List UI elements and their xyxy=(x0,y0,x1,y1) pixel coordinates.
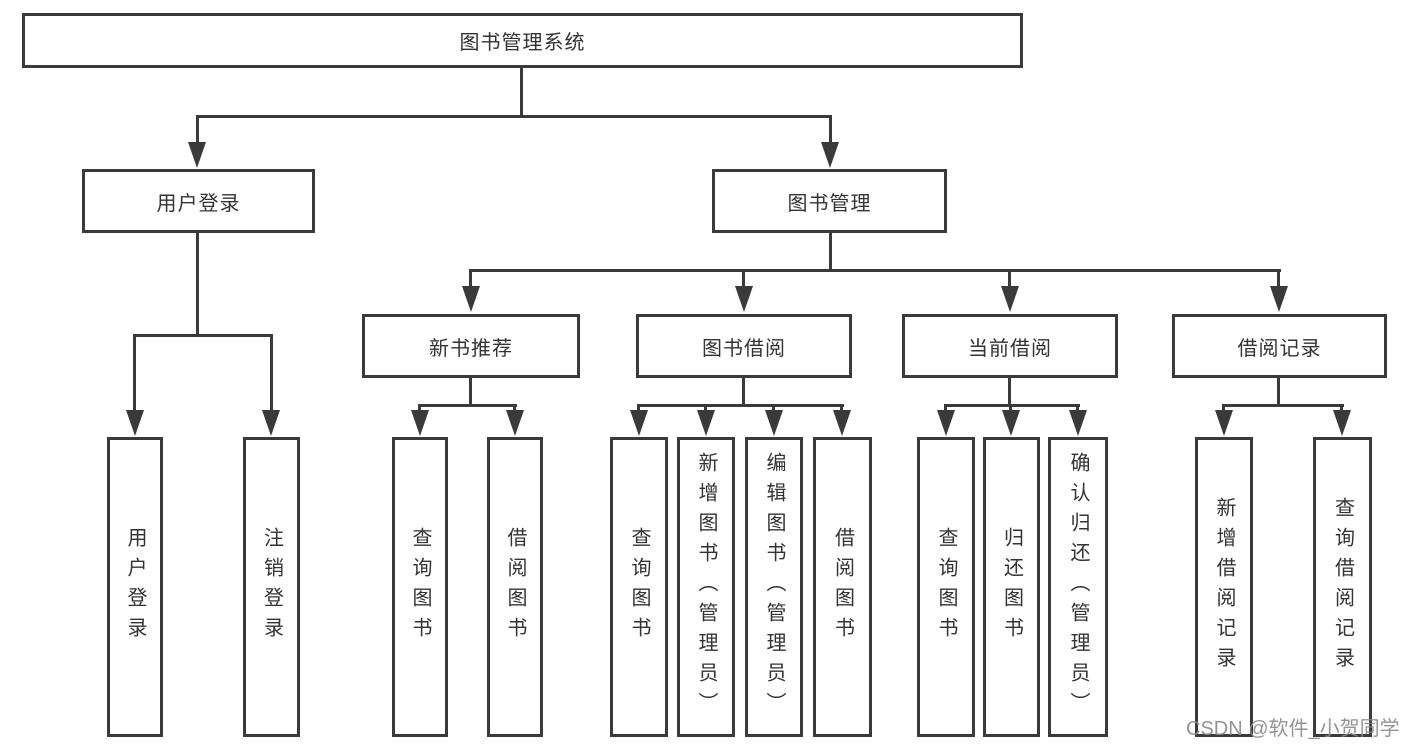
connector-line xyxy=(1222,404,1225,415)
connector-line xyxy=(469,269,472,291)
connector-line xyxy=(196,115,832,118)
arrowhead-icon xyxy=(765,410,783,436)
node-user-login: 用户登录 xyxy=(82,169,315,233)
arrowhead-icon xyxy=(697,410,715,436)
leaf-recommend-query-books: 查询图书 xyxy=(392,437,448,737)
leaf-label: 归还图书 xyxy=(1000,527,1023,647)
connector-line xyxy=(772,404,775,415)
leaf-label: 新增图书（管理员） xyxy=(695,452,717,722)
arrowhead-icon xyxy=(462,286,480,312)
arrowhead-icon xyxy=(506,410,524,436)
connector-line xyxy=(1277,378,1280,407)
leaf-return-books: 归还图书 xyxy=(983,437,1040,737)
arrowhead-icon xyxy=(1069,410,1087,436)
arrowhead-icon xyxy=(821,142,839,168)
arrowhead-icon xyxy=(411,410,429,436)
leaf-label: 新增借阅记录 xyxy=(1213,497,1235,677)
leaf-label: 注销登录 xyxy=(260,527,283,647)
leaf-label: 查询借阅记录 xyxy=(1331,497,1354,677)
node-new-book-recommend: 新书推荐 xyxy=(362,314,580,378)
leaf-label: 用户登录 xyxy=(124,527,146,647)
csdn-watermark: CSDN @软件_小贺同学 xyxy=(1186,718,1400,740)
connector-line xyxy=(196,233,199,337)
arrowhead-icon xyxy=(1333,410,1351,436)
leaf-label: 确认归还（管理员） xyxy=(1067,452,1089,722)
connector-line xyxy=(944,404,947,415)
connector-line xyxy=(133,334,273,337)
arrowhead-icon xyxy=(1215,410,1233,436)
connector-line xyxy=(469,269,1281,272)
arrowhead-icon xyxy=(1001,286,1019,312)
leaf-add-book-admin: 新增图书（管理员） xyxy=(677,437,735,737)
leaf-logout: 注销登录 xyxy=(243,437,300,737)
arrowhead-icon xyxy=(833,410,851,436)
leaf-label: 查询图书 xyxy=(628,527,650,647)
leaf-label: 查询图书 xyxy=(409,527,431,647)
leaf-current-query-books: 查询图书 xyxy=(917,437,975,737)
node-borrowing-records: 借阅记录 xyxy=(1172,314,1387,378)
connector-line xyxy=(196,115,199,147)
connector-line xyxy=(270,334,273,414)
connector-line xyxy=(840,404,843,415)
connector-line xyxy=(1009,404,1012,415)
connector-line xyxy=(637,404,640,415)
connector-line xyxy=(704,404,707,415)
connector-line xyxy=(1008,269,1011,291)
arrowhead-icon xyxy=(630,410,648,436)
connector-line xyxy=(469,378,472,407)
leaf-label: 借阅图书 xyxy=(504,527,526,647)
leaf-confirm-return-admin: 确认归还（管理员） xyxy=(1048,437,1108,737)
leaf-label: 查询图书 xyxy=(935,527,957,647)
connector-line xyxy=(418,404,421,415)
arrowhead-icon xyxy=(1002,410,1020,436)
leaf-edit-book-admin: 编辑图书（管理员） xyxy=(745,437,803,737)
arrowhead-icon xyxy=(735,286,753,312)
node-book-borrowing: 图书借阅 xyxy=(636,314,852,378)
connector-line xyxy=(637,404,844,407)
connector-line xyxy=(829,115,832,147)
arrowhead-icon xyxy=(262,410,280,436)
connector-line xyxy=(1222,404,1344,407)
connector-line xyxy=(1340,404,1343,415)
arrowhead-icon xyxy=(126,410,144,436)
arrowhead-icon xyxy=(937,410,955,436)
arrowhead-icon xyxy=(188,142,206,168)
connector-line xyxy=(1076,404,1079,415)
leaf-query-borrow-record: 查询借阅记录 xyxy=(1313,437,1372,737)
connector-line xyxy=(520,68,523,118)
leaf-add-borrow-record: 新增借阅记录 xyxy=(1195,437,1253,737)
connector-line xyxy=(742,269,745,291)
connector-line xyxy=(1277,269,1280,291)
leaf-borrowing-borrow-books: 借阅图书 xyxy=(813,437,872,737)
connector-line xyxy=(513,404,516,415)
node-library-system: 图书管理系统 xyxy=(22,13,1023,68)
connector-line xyxy=(742,378,745,407)
node-current-borrowing: 当前借阅 xyxy=(902,314,1118,378)
leaf-user-login: 用户登录 xyxy=(107,437,163,737)
connector-line xyxy=(1008,378,1011,407)
leaf-label: 编辑图书（管理员） xyxy=(763,452,785,722)
leaf-recommend-borrow-books: 借阅图书 xyxy=(487,437,543,737)
node-book-management: 图书管理 xyxy=(712,169,947,233)
connector-line xyxy=(133,334,136,414)
connector-line xyxy=(418,404,517,407)
leaf-label: 借阅图书 xyxy=(831,527,854,647)
connector-line xyxy=(944,404,1080,407)
connector-line xyxy=(829,233,832,272)
leaf-borrowing-query-books: 查询图书 xyxy=(610,437,668,737)
arrowhead-icon xyxy=(1270,286,1288,312)
